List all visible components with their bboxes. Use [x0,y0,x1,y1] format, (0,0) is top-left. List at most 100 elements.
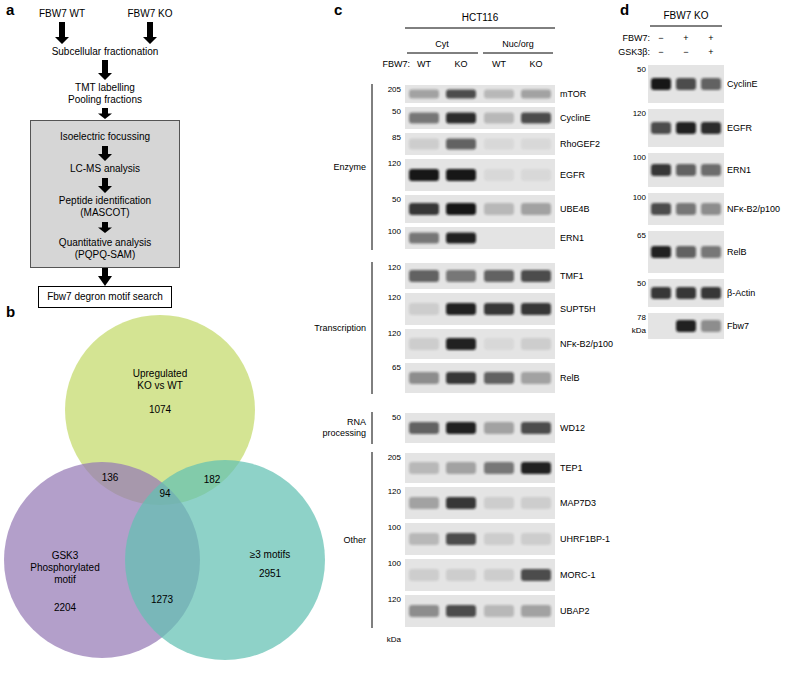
blot-band [701,203,721,215]
mw-marker: 50 [637,65,646,75]
protein-name: CyclinE [727,79,758,90]
mw-marker: 100 [388,559,401,569]
protein-name: WD12 [560,423,585,434]
set-count: 2951 [259,568,281,580]
step-text: Quantitative analysis (PQPQ-SAM) [50,237,160,261]
mw-marker: 120 [388,263,401,273]
blot-band [484,422,514,434]
blot-band [446,113,476,124]
blot-band [484,113,514,124]
header-line [650,26,722,27]
row-header: FBW7: [382,59,410,70]
blot-band [651,203,671,215]
unit-label: kDa [387,635,401,645]
overlap-count: 136 [102,472,119,484]
mw-marker: 85 [392,133,401,143]
flow-arrow [55,22,69,44]
flow-arrow [102,268,108,276]
panel-letter: b [6,303,15,321]
step-label: Subcellular fractionation [52,46,159,58]
protein-name: NFκ-B2/p100 [560,339,613,350]
mw-marker: 205 [388,453,401,463]
set-label: Upregulated KO vs WT [125,368,195,392]
protein-name: TMF1 [560,271,584,282]
overlap-count: 94 [159,488,170,500]
lane-label: WT [417,59,431,70]
blot-band [701,122,721,134]
mw-marker: 100 [633,193,646,203]
header-line [483,53,553,54]
protein-name: ERN1 [727,165,751,176]
category-bracket [372,84,373,250]
lane-label: WT [492,59,506,70]
fraction-label: Cyt [435,39,449,50]
blot-band [521,422,551,434]
venn-outline [125,460,325,660]
blot-band [446,303,476,315]
blot-strip [405,263,555,289]
blot-band [409,372,439,384]
treatment-sign: − [658,33,663,44]
blot-band [484,497,514,509]
blot-band [409,422,439,434]
protein-name: Fbw7 [727,321,749,332]
blot-strip [648,193,724,225]
blot-band [446,203,476,215]
blot-band [651,78,671,90]
blot-strip [405,133,555,155]
blot-band [701,164,721,176]
blot-band [446,533,476,545]
blot-band [409,90,439,99]
row-header: FBW7: [622,33,650,44]
blot-band [651,287,671,299]
blot-band [676,320,696,332]
blot-strip [405,329,555,359]
mw-marker: 100 [633,153,646,163]
blot-band [446,270,476,282]
mw-marker: 120 [388,595,401,605]
blot-band [409,569,439,581]
header-line [407,53,478,54]
blot-band [446,422,476,434]
sample-label: FBW7 KO [127,8,172,20]
protein-name: RhoGEF2 [560,139,600,150]
blot-strip [405,195,555,223]
blot-strip [405,559,555,591]
set-label: GSK3 Phosphorylated motif [28,550,102,586]
category-label: Enzyme [333,162,366,173]
blot-band [484,139,514,150]
protein-name: UBE4B [560,204,590,215]
flow-arrow [98,60,112,80]
blot-band [701,287,721,299]
cell-line-label: HCT116 [462,12,499,24]
lane-label: KO [529,59,542,70]
blot-strip [405,595,555,627]
blot-band [521,497,551,509]
protein-name: RelB [727,247,747,258]
set-count: 2204 [54,602,76,614]
protein-name: TEP1 [560,463,583,474]
blot-strip [648,153,724,187]
process-box: Fbw7 degron motif search [38,286,172,308]
category-bracket [372,412,373,444]
protein-name: mTOR [560,89,586,100]
blot-band [446,139,476,150]
mw-marker: 65 [392,363,401,373]
set-label: ≥3 motifs [250,549,291,561]
flow-arrow [98,146,112,161]
process-group-box: Isoelectric focussingLC-MS analysisPepti… [30,120,180,268]
blot-band [446,233,476,244]
blot-band [409,139,439,150]
genotype-label: FBW7 KO [663,10,708,22]
blot-band [409,605,439,617]
step-text: Fbw7 degron motif search [47,290,163,304]
protein-name: ERN1 [560,233,584,244]
category-label: Transcription [314,323,366,334]
blot-strip [648,231,724,273]
overlap-count: 1273 [151,594,173,606]
protein-name: NFκ-B2/p100 [727,204,780,215]
mw-marker: 205 [388,85,401,95]
blot-band [521,372,551,384]
blot-strip [648,109,724,147]
unit-label: kDa [632,326,646,336]
